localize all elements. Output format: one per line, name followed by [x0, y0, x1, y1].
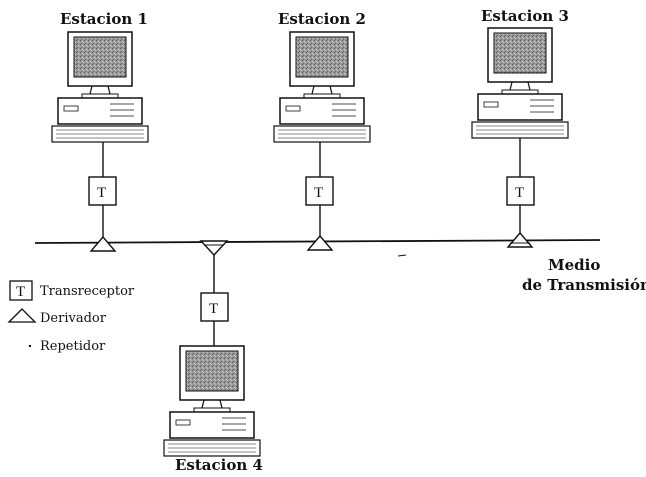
transceiver-box-icon-4: T: [200, 292, 229, 322]
station-label-3: Estacion 3: [481, 7, 569, 25]
stray-mark: [397, 254, 407, 257]
transceiver-letter-1: T: [97, 185, 106, 201]
transceiver-letter-4: T: [209, 301, 218, 317]
computer-icon-4: [163, 345, 261, 457]
transceiver-box-icon-1: T: [88, 176, 117, 206]
station-label-4: Estacion 4: [175, 456, 263, 474]
legend-transceiver-icon: T: [9, 280, 33, 301]
station-label-1: Estacion 1: [60, 10, 148, 28]
tap-triangle-icon-4: [199, 240, 229, 257]
transceiver-letter-2: T: [314, 185, 323, 201]
tap-triangle-icon-2: [306, 234, 334, 251]
legend-tap-icon: [7, 308, 37, 323]
computer-icon-2: [273, 31, 371, 143]
legend-tap-label: Derivador: [40, 311, 107, 326]
computer-icon-1: [51, 31, 149, 143]
legend-repeater-icon: [28, 344, 32, 348]
tap-triangle-icon-1: [89, 235, 117, 252]
station-label-2: Estacion 2: [278, 10, 366, 28]
legend-transceiver-symbol: T: [16, 284, 25, 300]
medium-label-line2: de Transmisión: [522, 276, 646, 294]
legend: T Transreceptor Derivador Repetidor: [7, 280, 135, 354]
computer-icon-3: [471, 27, 569, 139]
transceiver-box-icon-2: T: [305, 176, 334, 206]
transceiver-letter-3: T: [515, 185, 524, 201]
transceiver-box-icon-3: T: [506, 176, 535, 206]
medium-label-line1: Medio: [548, 256, 600, 274]
legend-transceiver-label: Transreceptor: [40, 284, 135, 299]
legend-repeater-label: Repetidor: [40, 339, 106, 354]
